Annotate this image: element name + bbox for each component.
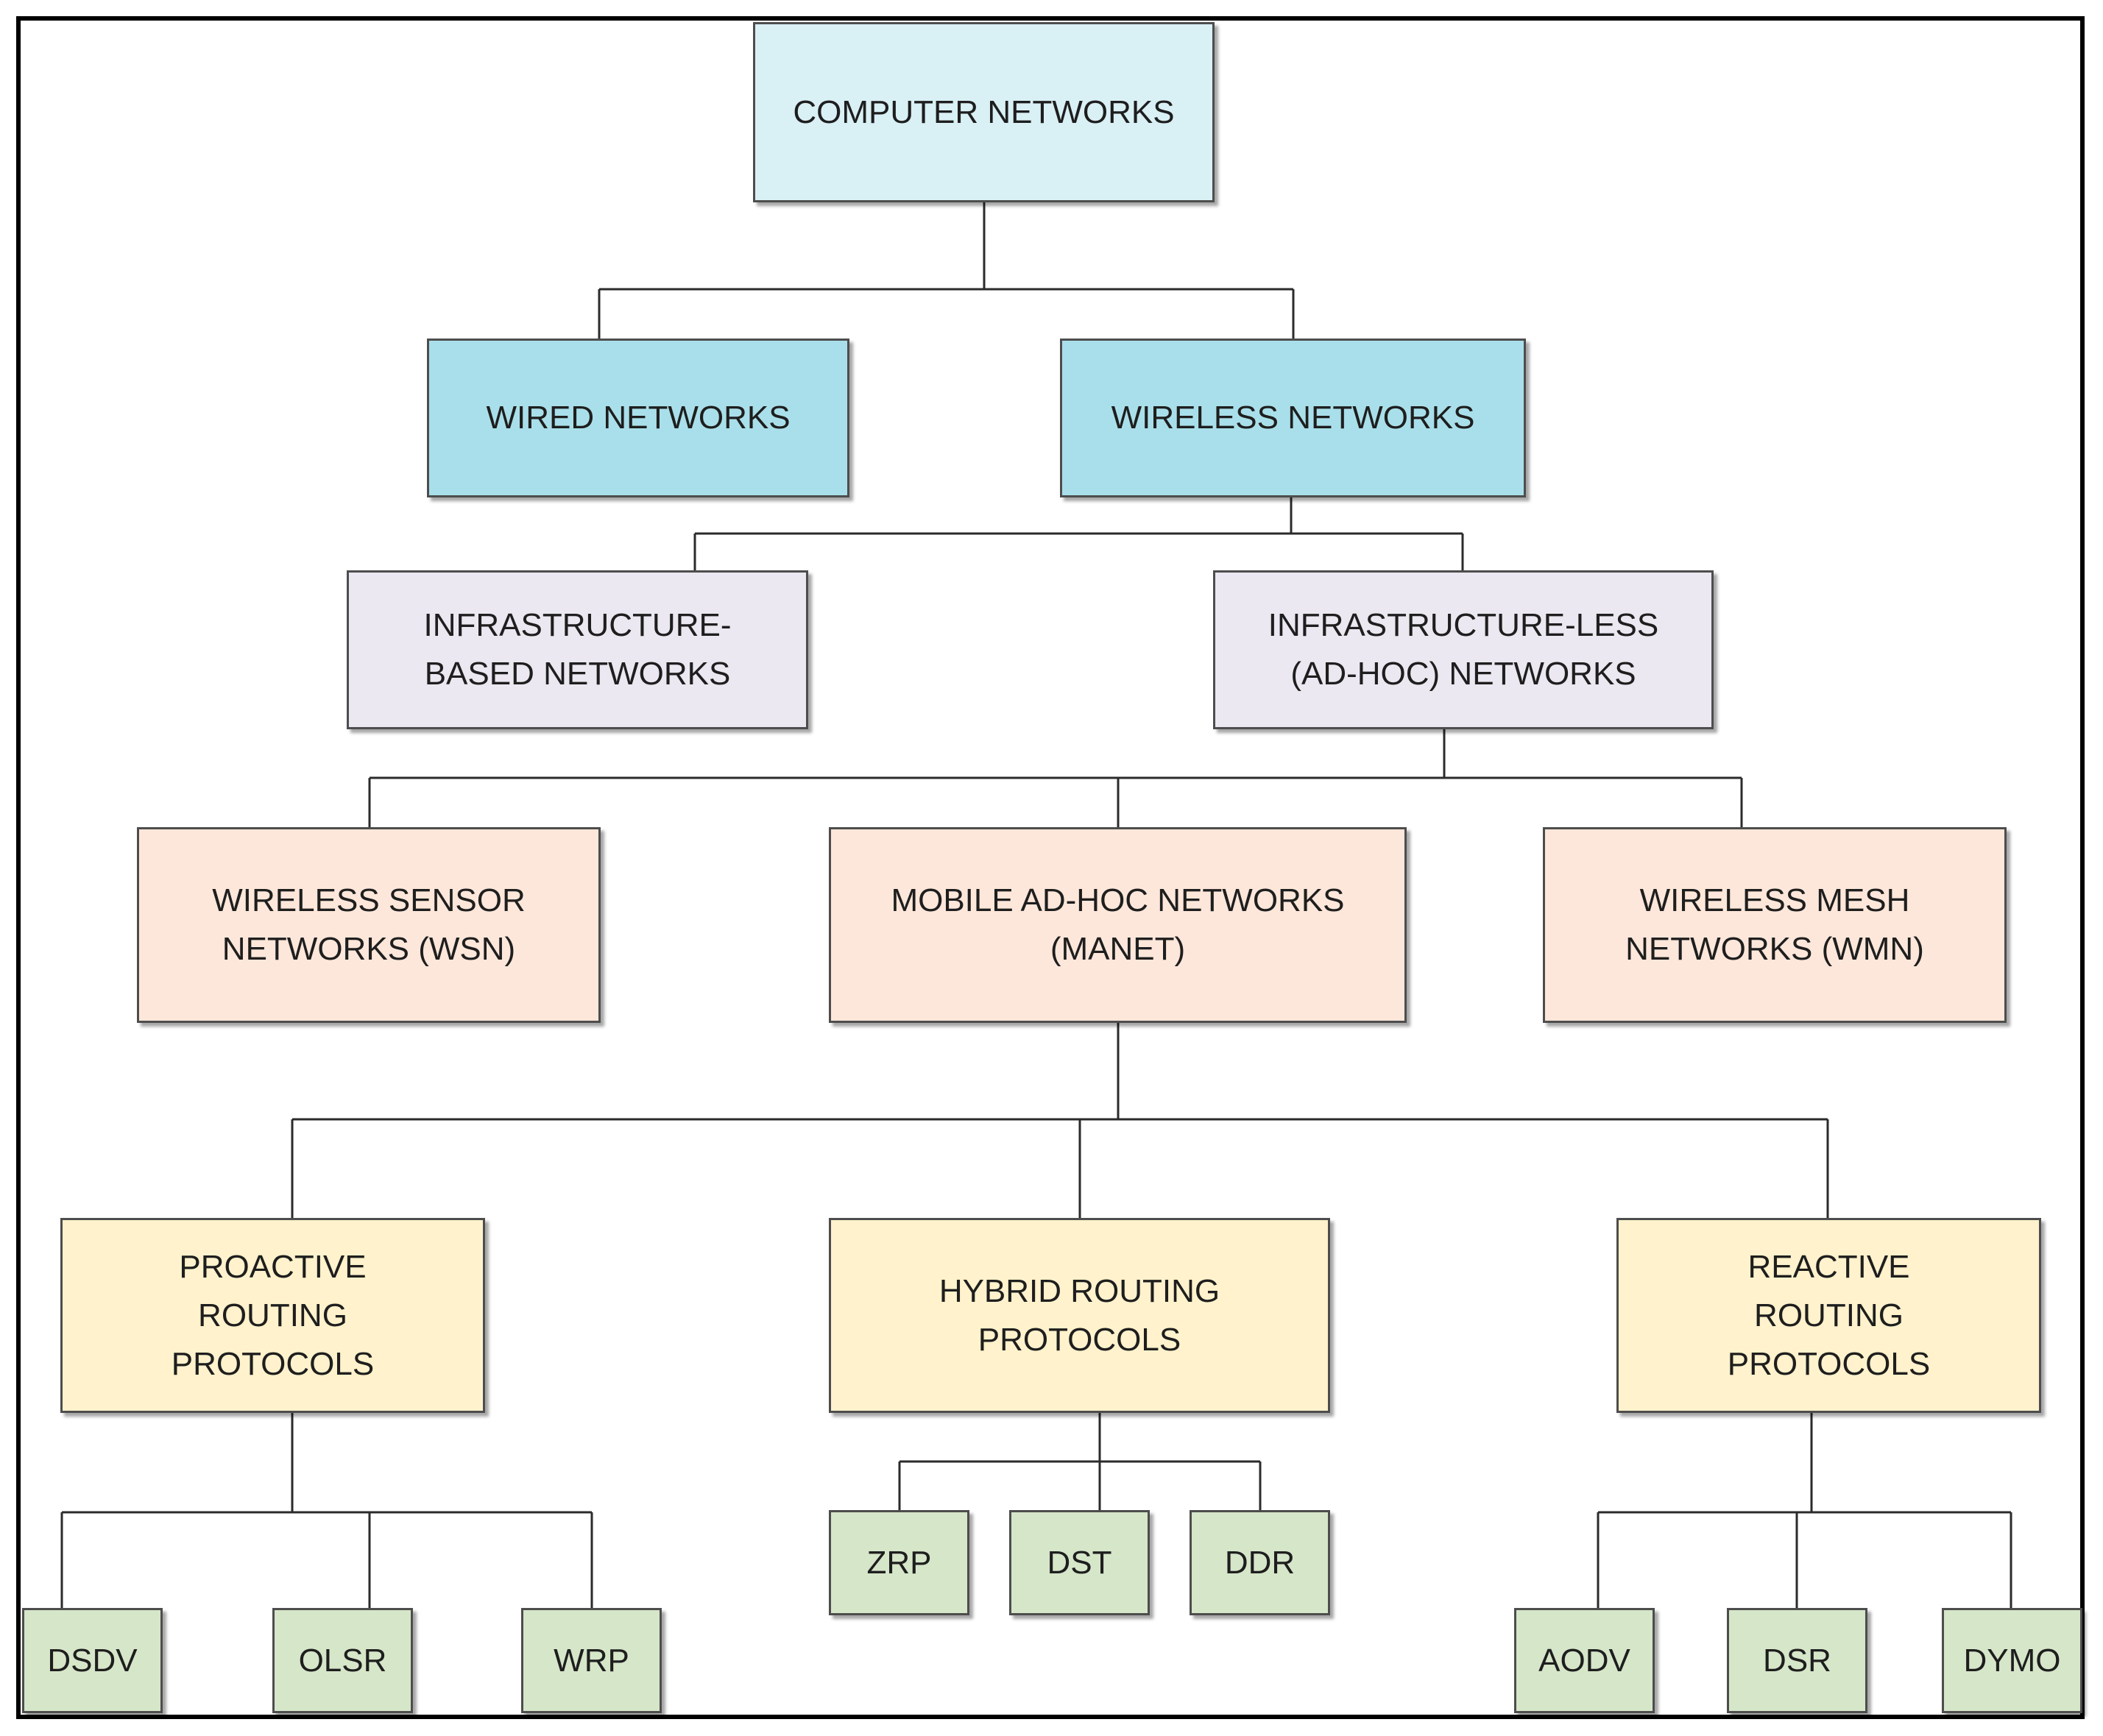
node-label: DST xyxy=(1047,1544,1112,1581)
node-label: WIRELESS SENSOR NETWORKS (WSN) xyxy=(212,882,526,967)
node-zrp: ZRP xyxy=(829,1510,969,1615)
node-label: HYBRID ROUTING PROTOCOLS xyxy=(939,1272,1220,1358)
node-label: WIRELESS NETWORKS xyxy=(1111,400,1475,436)
node-proactive: PROACTIVE ROUTING PROTOCOLS xyxy=(60,1218,485,1413)
node-label: INFRASTRUCTURE-LESS (AD-HOC) NETWORKS xyxy=(1268,607,1659,692)
node-reactive: REACTIVE ROUTING PROTOCOLS xyxy=(1616,1218,2041,1413)
node-ddr: DDR xyxy=(1190,1510,1330,1615)
node-label: DYMO xyxy=(1963,1642,2061,1679)
node-label: PROACTIVE ROUTING PROTOCOLS xyxy=(171,1248,375,1382)
diagram-frame xyxy=(16,16,2085,1719)
node-label: MOBILE AD-HOC NETWORKS (MANET) xyxy=(891,882,1345,967)
node-infrastructure-less: INFRASTRUCTURE-LESS (AD-HOC) NETWORKS xyxy=(1213,570,1714,729)
node-wsn: WIRELESS SENSOR NETWORKS (WSN) xyxy=(137,827,601,1023)
node-label: OLSR xyxy=(298,1642,387,1679)
node-label: COMPUTER NETWORKS xyxy=(793,93,1175,130)
node-label: DSR xyxy=(1763,1642,1831,1679)
node-label: WRP xyxy=(554,1642,629,1679)
node-label: AODV xyxy=(1538,1642,1630,1679)
node-wired-networks: WIRED NETWORKS xyxy=(427,339,849,497)
node-dsr: DSR xyxy=(1727,1608,1867,1713)
node-label: WIRELESS MESH NETWORKS (WMN) xyxy=(1625,882,1924,967)
node-wrp: WRP xyxy=(521,1608,662,1713)
node-label: INFRASTRUCTURE-BASED NETWORKS xyxy=(423,607,732,692)
node-olsr: OLSR xyxy=(272,1608,413,1713)
node-manet: MOBILE AD-HOC NETWORKS (MANET) xyxy=(829,827,1407,1023)
node-wireless-networks: WIRELESS NETWORKS xyxy=(1060,339,1526,497)
node-label: DSDV xyxy=(47,1642,138,1679)
node-dst: DST xyxy=(1009,1510,1150,1615)
node-dsdv: DSDV xyxy=(22,1608,163,1713)
node-dymo: DYMO xyxy=(1942,1608,2082,1713)
node-infrastructure-based: INFRASTRUCTURE-BASED NETWORKS xyxy=(347,570,808,729)
node-label: ZRP xyxy=(866,1544,932,1581)
node-hybrid: HYBRID ROUTING PROTOCOLS xyxy=(829,1218,1330,1413)
node-label: DDR xyxy=(1224,1544,1296,1581)
node-computer-networks: COMPUTER NETWORKS xyxy=(753,22,1215,202)
node-wmn: WIRELESS MESH NETWORKS (WMN) xyxy=(1543,827,2007,1023)
node-label: WIRED NETWORKS xyxy=(486,400,791,436)
node-label: REACTIVE ROUTING PROTOCOLS xyxy=(1727,1248,1931,1382)
node-aodv: AODV xyxy=(1514,1608,1655,1713)
